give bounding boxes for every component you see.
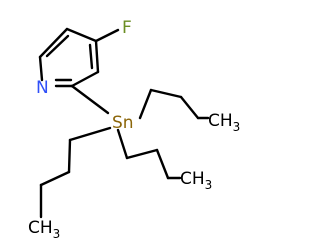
butyl2-bond-3	[155, 148, 170, 180]
double-bond-c5-cf	[88, 43, 94, 70]
butyl-chain-1	[138, 88, 210, 120]
methyl-label-3: CH3	[28, 218, 60, 241]
butyl1-bond-1	[138, 88, 153, 120]
molecule-diagram: N F Sn CH3 CH3 CH3	[28, 18, 240, 241]
methyl-label-3-symbol: CH	[28, 218, 53, 238]
butyl3-bond-3	[39, 170, 71, 187]
bond-c-f	[94, 28, 120, 43]
butyl-chain-2	[116, 128, 182, 180]
bond-n-c3	[38, 55, 44, 82]
structure-canvas: N F Sn CH3 CH3 CH3	[28, 18, 241, 241]
bond-c2-sn	[70, 84, 110, 115]
methyl-label-2-symbol: CH	[180, 169, 205, 189]
butyl2-bond-1	[116, 128, 129, 160]
methyl-label-2-subscript: 3	[205, 178, 213, 192]
butyl-chain-3	[39, 126, 112, 219]
pyridine-ring	[38, 27, 100, 88]
nitrogen-label: N	[36, 78, 49, 98]
butyl3-bond-2	[67, 138, 72, 174]
fluorine-label: F	[122, 18, 132, 38]
butyl2-bond-2	[125, 148, 159, 160]
tin-label: Sn	[112, 113, 134, 133]
butyl1-bond-3	[179, 95, 200, 120]
methyl-label-1-symbol: CH	[208, 111, 233, 131]
bond-c4-c5	[65, 27, 98, 43]
bond-c3-c4	[38, 27, 69, 59]
butyl1-bond-2	[149, 88, 183, 99]
bond-cf-c2	[70, 70, 100, 88]
butyl3-bond-1	[68, 126, 112, 142]
double-bond-c3-c4	[45, 34, 70, 58]
methyl-label-1: CH3	[208, 111, 240, 134]
methyl-label-2: CH3	[180, 169, 212, 192]
methyl-label-1-subscript: 3	[233, 120, 241, 134]
methyl-label-3-subscript: 3	[53, 227, 61, 241]
bond-c5-cf	[94, 39, 100, 74]
